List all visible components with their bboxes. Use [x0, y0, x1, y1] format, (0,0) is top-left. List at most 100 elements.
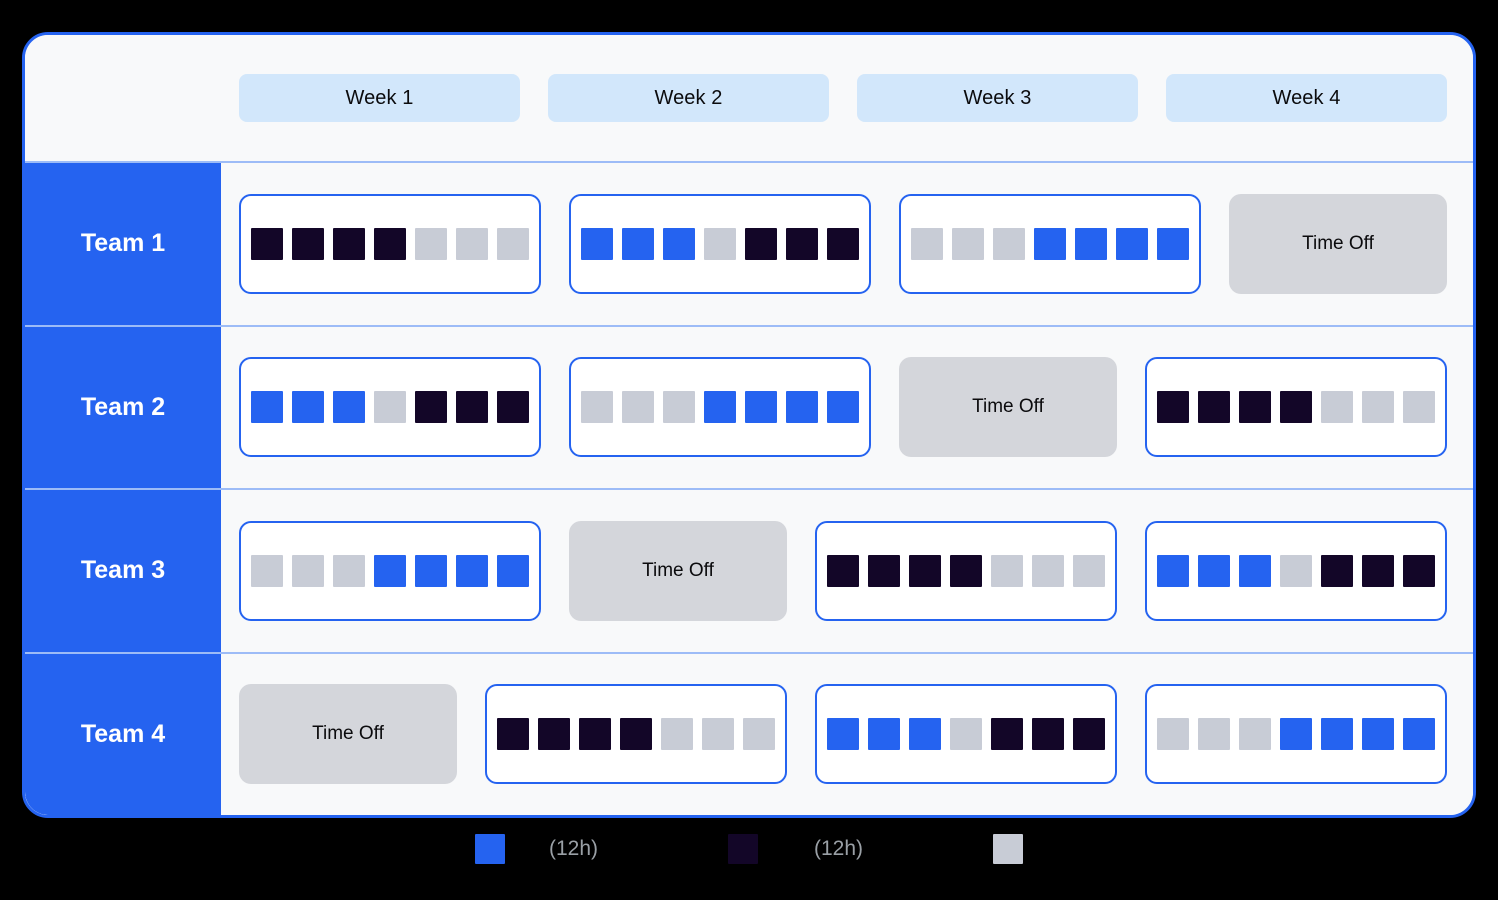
- timeoff-cell-t1-w4[interactable]: Time Off: [1229, 193, 1447, 294]
- day-shift-square[interactable]: [456, 554, 488, 587]
- off-shift-square[interactable]: [374, 391, 406, 424]
- day-shift-square[interactable]: [1280, 718, 1312, 751]
- day-shift-square[interactable]: [251, 391, 283, 424]
- day-shift-square[interactable]: [1239, 554, 1271, 587]
- night-shift-square[interactable]: [868, 554, 900, 587]
- off-shift-square[interactable]: [743, 718, 775, 751]
- timeoff-cell-t4-w1[interactable]: Time Off: [239, 684, 457, 785]
- day-shift-square[interactable]: [622, 227, 654, 260]
- week-header-4[interactable]: Week 4: [1166, 74, 1447, 122]
- off-shift-square[interactable]: [622, 391, 654, 424]
- off-shift-square[interactable]: [1032, 554, 1064, 587]
- night-shift-square[interactable]: [251, 227, 283, 260]
- team-label-1[interactable]: Team 1: [25, 163, 221, 325]
- day-shift-square[interactable]: [1321, 718, 1353, 751]
- off-shift-square[interactable]: [1198, 718, 1230, 751]
- shift-cell-t2-w4[interactable]: [1145, 357, 1447, 458]
- day-shift-square[interactable]: [1362, 718, 1394, 751]
- day-shift-square[interactable]: [663, 227, 695, 260]
- night-shift-square[interactable]: [497, 391, 529, 424]
- night-shift-square[interactable]: [620, 718, 652, 751]
- day-shift-square[interactable]: [1403, 718, 1435, 751]
- night-shift-square[interactable]: [1403, 554, 1435, 587]
- day-shift-square[interactable]: [581, 227, 613, 260]
- night-shift-square[interactable]: [909, 554, 941, 587]
- off-shift-square[interactable]: [950, 718, 982, 751]
- night-shift-square[interactable]: [1280, 391, 1312, 424]
- day-shift-square[interactable]: [1157, 227, 1189, 260]
- night-shift-square[interactable]: [1073, 718, 1105, 751]
- day-shift-square[interactable]: [868, 718, 900, 751]
- shift-cell-t4-w4[interactable]: [1145, 684, 1447, 785]
- day-shift-square[interactable]: [292, 391, 324, 424]
- night-shift-square[interactable]: [538, 718, 570, 751]
- day-shift-square[interactable]: [374, 554, 406, 587]
- team-label-4[interactable]: Team 4: [25, 653, 221, 815]
- night-shift-square[interactable]: [1321, 554, 1353, 587]
- night-shift-square[interactable]: [991, 718, 1023, 751]
- shift-cell-t1-w2[interactable]: [569, 193, 871, 294]
- night-shift-square[interactable]: [827, 227, 859, 260]
- day-shift-square[interactable]: [704, 391, 736, 424]
- off-shift-square[interactable]: [661, 718, 693, 751]
- day-shift-square[interactable]: [827, 391, 859, 424]
- shift-cell-t2-w1[interactable]: [239, 357, 541, 458]
- day-shift-square[interactable]: [1075, 227, 1107, 260]
- timeoff-cell-t2-w3[interactable]: Time Off: [899, 357, 1117, 458]
- off-shift-square[interactable]: [1239, 718, 1271, 751]
- week-header-3[interactable]: Week 3: [857, 74, 1138, 122]
- shift-cell-t3-w4[interactable]: [1145, 520, 1447, 621]
- week-header-2[interactable]: Week 2: [548, 74, 829, 122]
- timeoff-cell-t3-w2[interactable]: Time Off: [569, 520, 787, 621]
- off-shift-square[interactable]: [704, 227, 736, 260]
- shift-cell-t4-w3[interactable]: [815, 684, 1117, 785]
- off-shift-square[interactable]: [497, 227, 529, 260]
- day-shift-square[interactable]: [415, 554, 447, 587]
- night-shift-square[interactable]: [497, 718, 529, 751]
- day-shift-square[interactable]: [1157, 554, 1189, 587]
- week-header-1[interactable]: Week 1: [239, 74, 520, 122]
- day-shift-square[interactable]: [1034, 227, 1066, 260]
- off-shift-square[interactable]: [415, 227, 447, 260]
- off-shift-square[interactable]: [581, 391, 613, 424]
- shift-cell-t2-w2[interactable]: [569, 357, 871, 458]
- night-shift-square[interactable]: [415, 391, 447, 424]
- night-shift-square[interactable]: [827, 554, 859, 587]
- off-shift-square[interactable]: [1280, 554, 1312, 587]
- shift-cell-t1-w3[interactable]: [899, 193, 1201, 294]
- day-shift-square[interactable]: [909, 718, 941, 751]
- off-shift-square[interactable]: [952, 227, 984, 260]
- night-shift-square[interactable]: [786, 227, 818, 260]
- shift-cell-t4-w2[interactable]: [485, 684, 787, 785]
- team-label-3[interactable]: Team 3: [25, 490, 221, 652]
- day-shift-square[interactable]: [786, 391, 818, 424]
- shift-cell-t1-w1[interactable]: [239, 193, 541, 294]
- night-shift-square[interactable]: [1198, 391, 1230, 424]
- off-shift-square[interactable]: [292, 554, 324, 587]
- night-shift-square[interactable]: [745, 227, 777, 260]
- off-shift-square[interactable]: [251, 554, 283, 587]
- shift-cell-t3-w3[interactable]: [815, 520, 1117, 621]
- off-shift-square[interactable]: [702, 718, 734, 751]
- night-shift-square[interactable]: [1032, 718, 1064, 751]
- off-shift-square[interactable]: [993, 227, 1025, 260]
- off-shift-square[interactable]: [1362, 391, 1394, 424]
- day-shift-square[interactable]: [827, 718, 859, 751]
- off-shift-square[interactable]: [1403, 391, 1435, 424]
- off-shift-square[interactable]: [911, 227, 943, 260]
- night-shift-square[interactable]: [456, 391, 488, 424]
- team-label-2[interactable]: Team 2: [25, 326, 221, 488]
- night-shift-square[interactable]: [1157, 391, 1189, 424]
- night-shift-square[interactable]: [292, 227, 324, 260]
- day-shift-square[interactable]: [1116, 227, 1148, 260]
- night-shift-square[interactable]: [950, 554, 982, 587]
- off-shift-square[interactable]: [1157, 718, 1189, 751]
- off-shift-square[interactable]: [1073, 554, 1105, 587]
- day-shift-square[interactable]: [1198, 554, 1230, 587]
- night-shift-square[interactable]: [579, 718, 611, 751]
- off-shift-square[interactable]: [1321, 391, 1353, 424]
- off-shift-square[interactable]: [456, 227, 488, 260]
- night-shift-square[interactable]: [1362, 554, 1394, 587]
- off-shift-square[interactable]: [333, 554, 365, 587]
- night-shift-square[interactable]: [1239, 391, 1271, 424]
